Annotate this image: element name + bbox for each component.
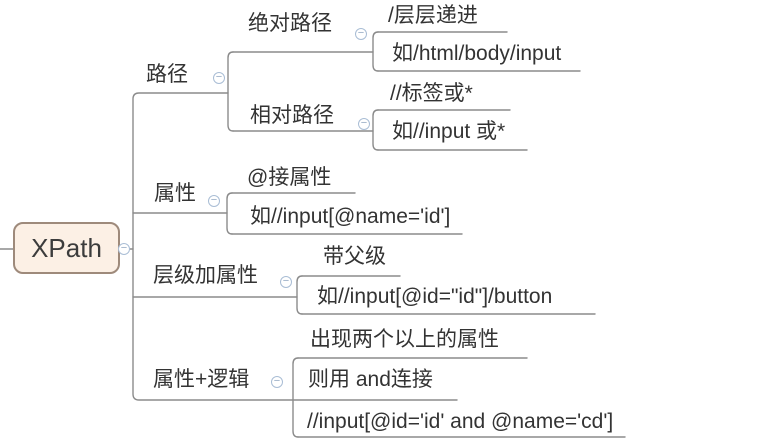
collapse-icon[interactable]: −	[208, 195, 220, 207]
collapse-icon[interactable]: −	[213, 72, 225, 84]
topic-level-attribute[interactable]: 层级加属性	[153, 264, 258, 287]
topic-path[interactable]: 路径	[146, 63, 188, 86]
topic-absolute-desc[interactable]: /层层递进	[388, 4, 478, 27]
collapse-icon[interactable]: −	[118, 243, 130, 255]
topic-attribute-example[interactable]: 如//input[@name='id']	[250, 205, 451, 228]
topic-attribute[interactable]: 属性	[154, 182, 196, 205]
topic-absolute-path[interactable]: 绝对路径	[248, 12, 332, 35]
root-topic[interactable]: XPath	[13, 222, 120, 274]
collapse-icon[interactable]: −	[271, 376, 283, 388]
collapse-icon[interactable]: −	[355, 28, 367, 40]
topic-parent-level-desc[interactable]: 带父级	[323, 245, 386, 268]
collapse-icon[interactable]: −	[358, 118, 370, 130]
topic-relative-example[interactable]: 如//input 或*	[392, 120, 506, 143]
topic-logic-desc-1[interactable]: 出现两个以上的属性	[310, 328, 499, 351]
topic-logic-example[interactable]: //input[@id='id' and @name='cd']	[307, 410, 614, 433]
topic-relative-path[interactable]: 相对路径	[250, 104, 334, 127]
topic-absolute-example[interactable]: 如/html/body/input	[392, 42, 562, 65]
topic-attribute-logic[interactable]: 属性+逻辑	[153, 368, 250, 391]
collapse-icon[interactable]: −	[280, 276, 292, 288]
topic-attribute-desc[interactable]: @接属性	[247, 166, 332, 189]
topic-level-example[interactable]: 如//input[@id="id"]/button	[317, 285, 553, 308]
topic-logic-desc-2[interactable]: 则用 and连接	[308, 368, 433, 391]
topic-relative-desc[interactable]: //标签或*	[390, 82, 473, 105]
